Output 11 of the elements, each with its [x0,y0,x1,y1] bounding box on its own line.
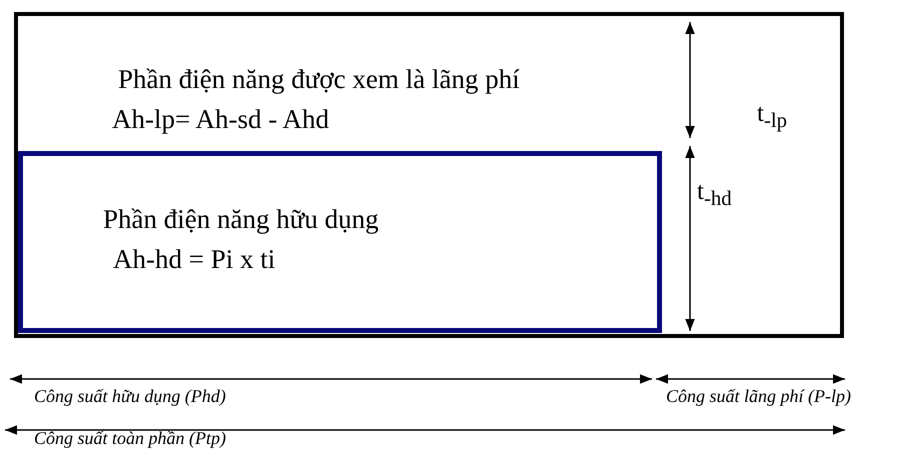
outer-box [14,12,844,338]
box-heading: Phần điện năng hữu dụng [103,204,379,234]
dimension-label: t$_{-lp}$ [757,100,788,133]
formula-text: Ah-lp= Ah-sd - Ahd [112,104,329,134]
dimension-label: Công suất toàn phần (Ptp) [34,428,226,449]
inner-box [18,151,662,333]
dimension-label: Công suất hữu dụng (Phd) [34,386,226,407]
formula-text: Ah-hd = Pi x ti [113,244,276,274]
box-heading: Phần điện năng được xem là lãng phí [118,64,520,94]
dimension-label: Công suất lãng phí (P-lp) [666,386,851,407]
dimension-label: t$_{-hd}$ [697,178,732,211]
